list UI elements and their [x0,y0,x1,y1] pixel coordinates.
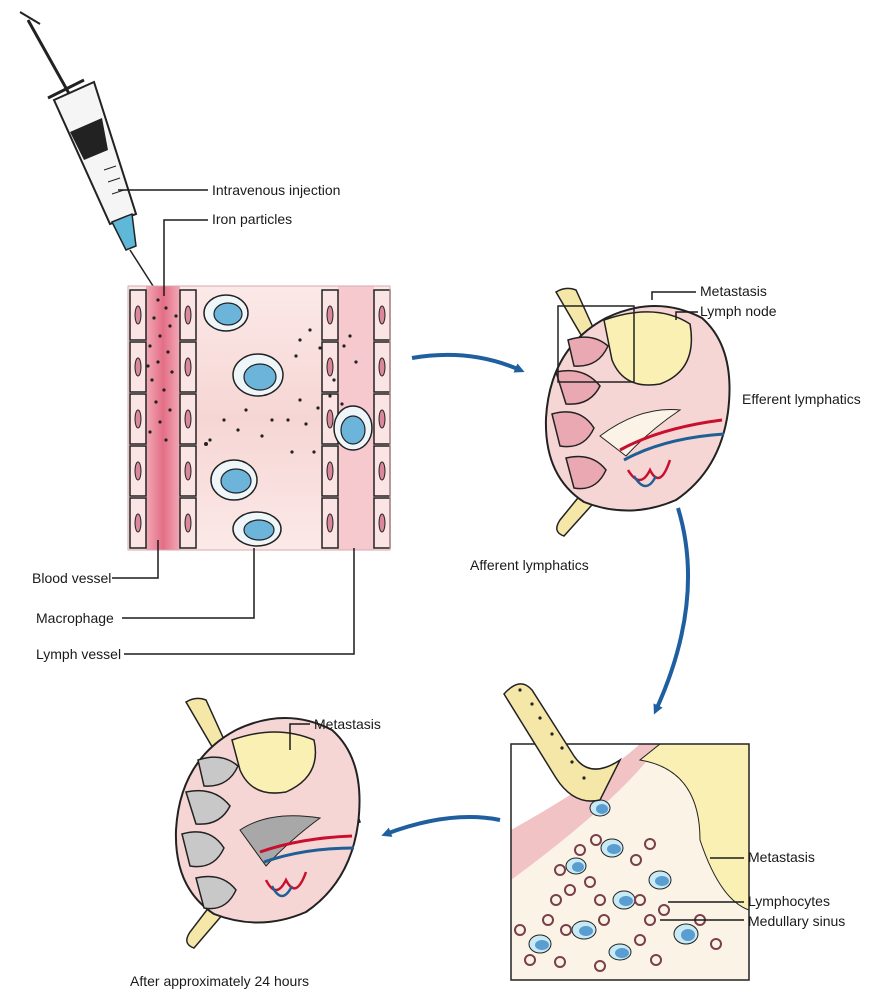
arrow-tissue-to-node [412,355,520,370]
blood-vessel-lumen [146,286,180,550]
label-after-24-hours: After approximately 24 hours [130,973,309,989]
label-afferent-lymphatics: Afferent lymphatics [470,557,589,573]
lymph-node-after [176,698,360,948]
label-metastasis-zoom: Metastasis [748,849,815,865]
label-lymph-node: Lymph node [700,303,777,319]
label-lymph-vessel: Lymph vessel [36,646,121,662]
label-blood-vessel: Blood vessel [32,570,111,586]
arrow-zoom-to-after [386,817,500,834]
label-lymphocytes: Lymphocytes [748,893,830,909]
macrophage-cell [233,512,281,546]
label-intravenous-injection: Intravenous injection [212,182,340,198]
macrophage-cell [233,354,283,396]
macrophage-cell [334,406,372,450]
tissue-block [128,286,390,550]
label-iron-particles: Iron particles [212,211,292,227]
syringe [20,12,162,300]
macrophage-cell [211,460,257,500]
label-metastasis-after: Metastasis [314,716,381,732]
label-macrophage: Macrophage [36,610,114,626]
zoomed-medullary-sinus [504,684,749,980]
macrophage-cell [204,295,248,331]
label-efferent-lymphatics: Efferent lymphatics [742,391,861,407]
arrow-node-to-zoom [656,508,688,710]
lymph-node-top [546,288,730,536]
label-metastasis-top: Metastasis [700,283,767,299]
label-medullary-sinus: Medullary sinus [748,913,845,929]
